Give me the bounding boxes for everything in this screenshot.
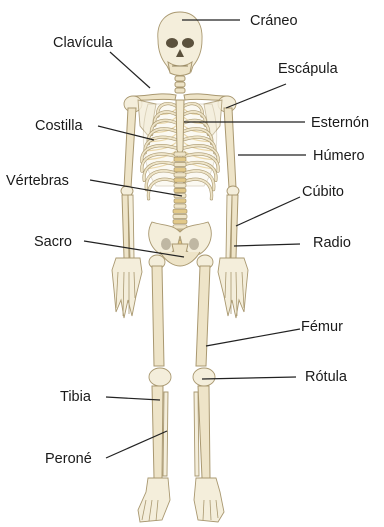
left-arm bbox=[112, 108, 142, 318]
vertebra bbox=[174, 188, 186, 192]
neck-vertebrae bbox=[175, 76, 185, 93]
label-escapula: Escápula bbox=[278, 61, 339, 77]
label-humero: Húmero bbox=[313, 148, 365, 164]
label-tibia: Tibia bbox=[60, 389, 92, 405]
leader-cubito bbox=[236, 197, 300, 226]
vertebra bbox=[174, 178, 186, 182]
right-leg bbox=[193, 255, 224, 522]
vertebra bbox=[174, 199, 186, 203]
leader-clavicula bbox=[110, 52, 150, 88]
leader-escapula bbox=[226, 84, 286, 108]
label-radio: Radio bbox=[313, 235, 351, 251]
vertebra bbox=[174, 162, 186, 166]
vertebra bbox=[174, 173, 186, 177]
label-costilla: Costilla bbox=[35, 118, 83, 134]
skull bbox=[158, 12, 202, 76]
vertebra bbox=[174, 152, 186, 156]
vertebra bbox=[174, 168, 186, 172]
leader-femur bbox=[206, 329, 300, 346]
label-clavicula: Clavícula bbox=[53, 35, 114, 51]
label-rotula: Rótula bbox=[305, 369, 348, 385]
label-femur: Fémur bbox=[301, 319, 343, 335]
vertebra bbox=[173, 220, 187, 224]
label-perone: Peroné bbox=[45, 451, 92, 467]
label-esternon: Esternón bbox=[311, 115, 369, 131]
vertebra bbox=[173, 209, 187, 213]
leader-rotula bbox=[202, 377, 296, 379]
vertebra bbox=[174, 204, 186, 208]
vertebra bbox=[174, 183, 186, 187]
vertebra bbox=[173, 214, 187, 218]
left-leg bbox=[138, 255, 171, 522]
right-arm bbox=[218, 108, 248, 318]
label-sacro: Sacro bbox=[34, 234, 72, 250]
label-craneo: Cráneo bbox=[250, 13, 298, 29]
leader-radio bbox=[234, 244, 300, 246]
label-vertebras: Vértebras bbox=[6, 173, 69, 189]
vertebra bbox=[174, 157, 186, 161]
label-cubito: Cúbito bbox=[302, 184, 344, 200]
